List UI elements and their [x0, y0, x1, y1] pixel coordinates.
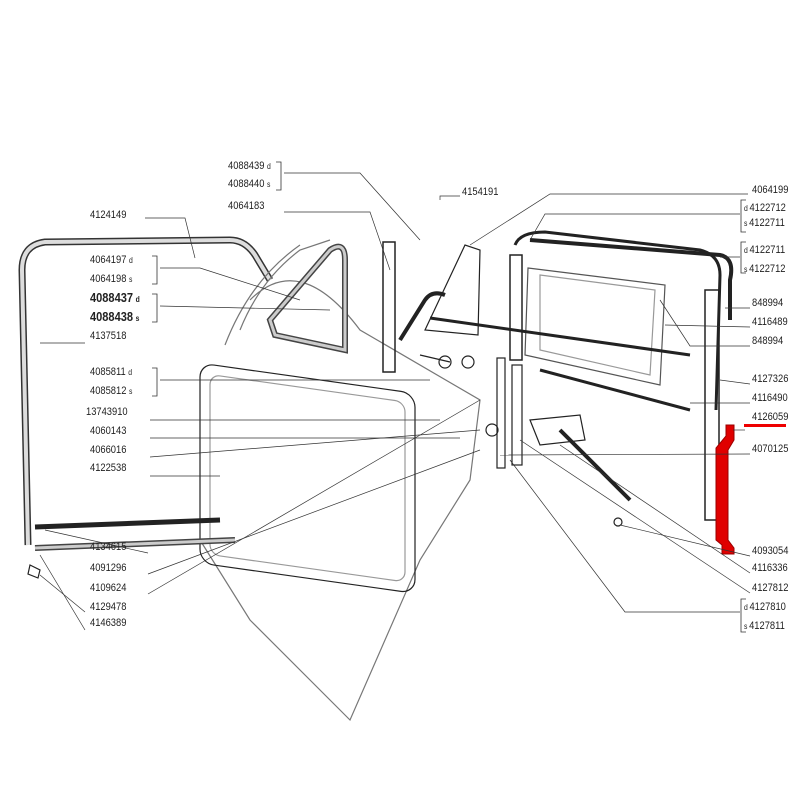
highlighted-part-label: 4126059: [752, 411, 789, 423]
part-label: 4146389: [90, 617, 127, 629]
vent-glass-4154191: [424, 244, 481, 336]
part-label: 848994: [752, 335, 784, 347]
quarter-window-frame: [266, 243, 348, 354]
part-label: 4116490: [752, 392, 788, 404]
part-label: 4066016: [90, 444, 127, 456]
part-label: 4070125: [752, 443, 789, 455]
window-regulator-4127812: [529, 414, 586, 446]
part-label: 13743910: [86, 406, 128, 418]
part-label: 4154191: [462, 186, 499, 198]
body-outline: [224, 239, 331, 346]
part-label: 4091296: [90, 562, 127, 574]
part-label: 4122538: [90, 462, 127, 474]
part-label: 4064199: [752, 184, 789, 196]
clip-4129478: [27, 564, 41, 579]
part-label: 4134615: [90, 541, 127, 553]
part-label: 4060143: [90, 425, 127, 437]
part-label: 4109624: [90, 582, 127, 594]
window-frame-4122712: [529, 238, 734, 320]
leader-lines: [39, 172, 751, 631]
channel-4127326: [704, 289, 720, 521]
part-label: 4137518: [90, 330, 127, 342]
highlighted-part-4126059: [715, 424, 735, 555]
channel-4064183: [382, 241, 396, 373]
main-glass-4064199: [524, 267, 666, 386]
part-label: 4093054: [752, 545, 789, 557]
part-label: 4116489: [752, 316, 788, 328]
part-label: 4064183: [228, 200, 265, 212]
part-label: 4127326: [752, 373, 789, 385]
lower-strip-4116490: [539, 368, 691, 412]
part-label: 4129478: [90, 601, 127, 613]
strip-4134615: [34, 517, 221, 530]
window-frame-4122711: [513, 230, 722, 411]
part-label: 848994: [752, 297, 784, 309]
part-label: 4124149: [90, 209, 127, 221]
highlight-underline: [744, 424, 786, 427]
door-seal-4137518: [18, 236, 274, 546]
part-label: 4127812: [752, 582, 789, 594]
door-panel-4122538: [199, 364, 416, 593]
part-label: 4116336: [752, 562, 788, 574]
